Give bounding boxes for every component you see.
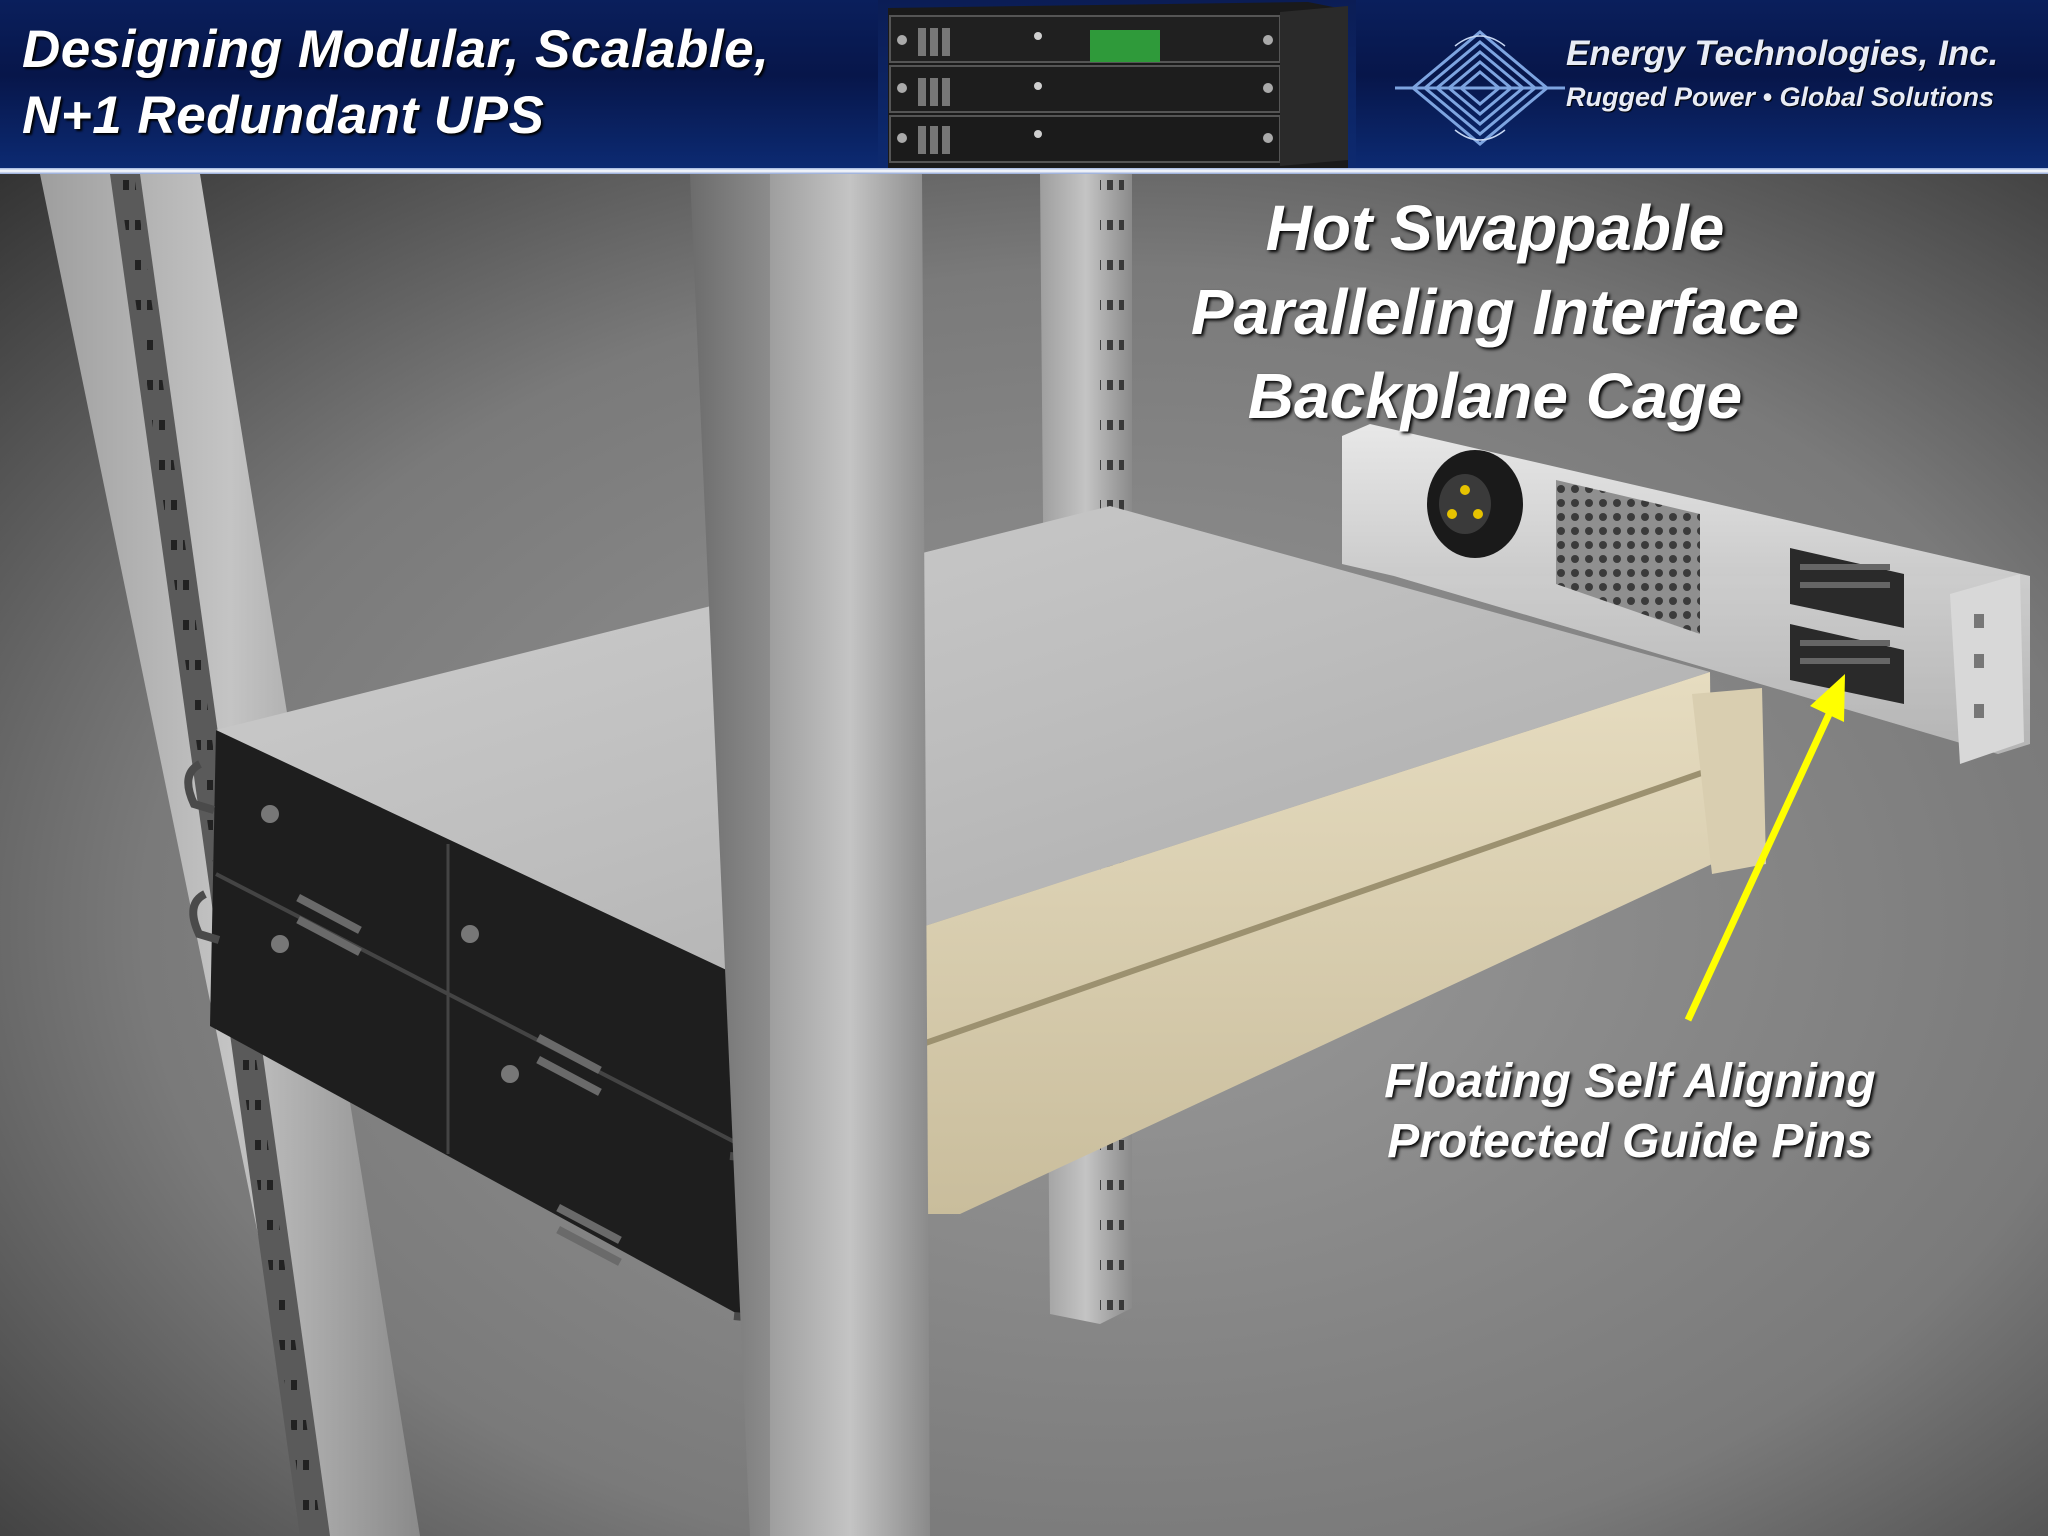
company-name: Energy Technologies, Inc.: [1566, 34, 1999, 73]
slide-title-line-1: Designing Modular, Scalable,: [22, 20, 770, 79]
company-logo-icon: [1395, 30, 1565, 146]
callout-pins-line-2: Protected Guide Pins: [1387, 1115, 1873, 1168]
company-tagline: Rugged Power • Global Solutions: [1566, 82, 1994, 112]
header-product-photo: [878, 0, 1356, 168]
guide-pins-callout: Floating Self Aligning Protected Guide P…: [1330, 1052, 1930, 1172]
backplane-cage-callout: Hot Swappable Paralleling Interface Back…: [1130, 186, 1860, 438]
callout-pins-line-1: Floating Self Aligning: [1384, 1055, 1876, 1108]
rack-illustration: [0, 174, 2048, 1536]
callout-cage-line-3: Backplane Cage: [1247, 360, 1743, 432]
callout-cage-line-2: Paralleling Interface: [1190, 276, 1800, 348]
slide-header: Designing Modular, Scalable, N+1 Redunda…: [0, 0, 2048, 168]
slide-title-line-2: N+1 Redundant UPS: [22, 86, 545, 145]
header-divider: [0, 168, 2048, 174]
guide-pin-arrow: [1684, 674, 1845, 1022]
callout-cage-line-1: Hot Swappable: [1265, 192, 1725, 264]
